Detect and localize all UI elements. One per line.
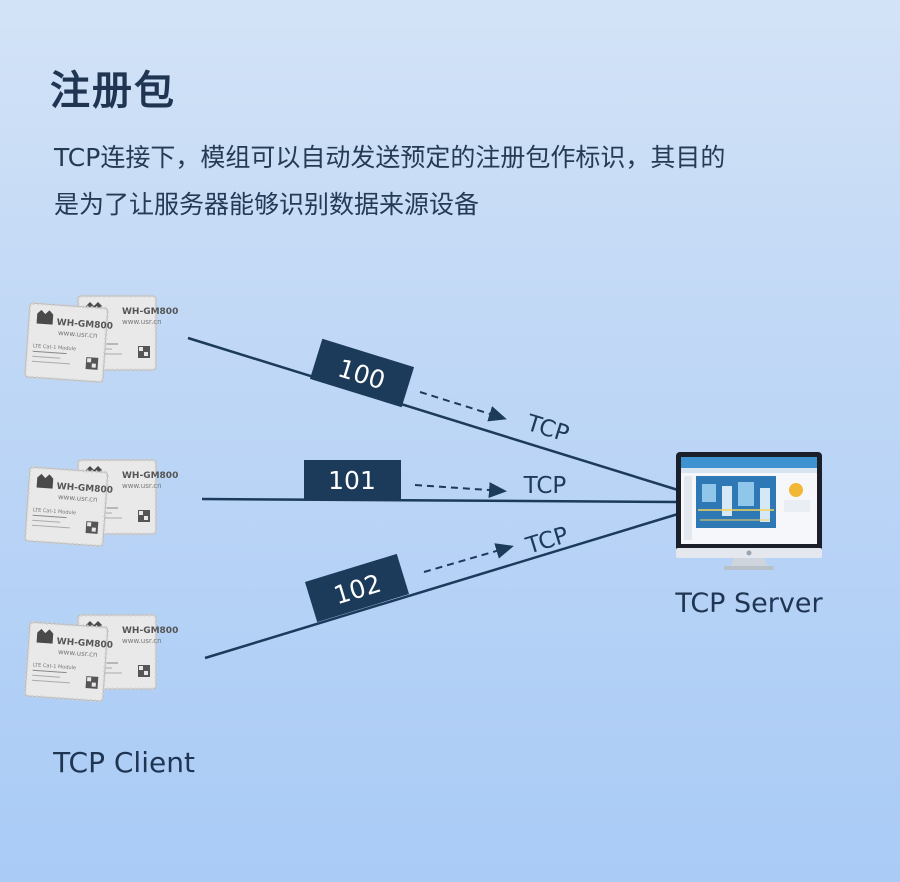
packet-box — [304, 553, 410, 623]
protocol-label: TCP — [523, 410, 572, 448]
server-monitor-icon — [676, 452, 822, 570]
page-title: 注册包 — [50, 68, 176, 114]
packet-box — [309, 338, 415, 408]
module-site: www.usr.cn — [58, 329, 98, 340]
module-model: WH-GM800 — [122, 471, 178, 481]
module-chip-1: WH-GM800 www.usr.cn WH-GM800 www.usr.cn … — [23, 294, 178, 384]
connection-line-102 — [204, 512, 679, 660]
protocol-label: TCP — [522, 522, 571, 560]
module-model: WH-GM800 — [56, 318, 113, 332]
protocol-label: TCP — [523, 473, 567, 499]
module-subtitle: LTE Cat-1 Module — [33, 343, 76, 352]
packet-100: 100 — [309, 338, 415, 408]
dashed-arrow — [419, 391, 507, 422]
packet-box — [304, 460, 401, 500]
description-line-1: TCP连接下，模组可以自动发送预定的注册包作标识，其目的 — [54, 143, 726, 172]
module-site: www.usr.cn — [122, 637, 162, 645]
module-site: www.usr.cn — [122, 318, 162, 326]
connection-line-101 — [201, 497, 679, 504]
module-model: WH-GM800 — [122, 307, 178, 317]
module-model: WH-GM800 — [56, 482, 113, 496]
module-site: www.usr.cn — [122, 482, 162, 490]
module-chip-2: WH-GM800 www.usr.cn WH-GM800 www.usr.cn … — [23, 458, 178, 548]
server-label: TCP Server — [674, 588, 823, 619]
module-site: www.usr.cn — [58, 493, 98, 504]
packet-101: 101 — [304, 460, 401, 500]
client-label: TCP Client — [52, 746, 195, 779]
module-subtitle: LTE Cat-1 Module — [33, 662, 76, 671]
description-line-2: 是为了让服务器能够识别数据来源设备 — [54, 190, 480, 219]
connection-line-100 — [187, 336, 679, 492]
packet-id: 101 — [328, 466, 376, 495]
dashed-arrow — [414, 482, 507, 499]
module-model: WH-GM800 — [56, 637, 113, 651]
module-model: WH-GM800 — [122, 626, 178, 636]
dashed-arrow — [423, 543, 514, 573]
packet-102: 102 — [304, 553, 410, 623]
module-subtitle: LTE Cat-1 Module — [33, 507, 76, 516]
module-site: www.usr.cn — [58, 648, 98, 659]
module-chip-3: WH-GM800 www.usr.cn WH-GM800 www.usr.cn … — [23, 613, 178, 703]
